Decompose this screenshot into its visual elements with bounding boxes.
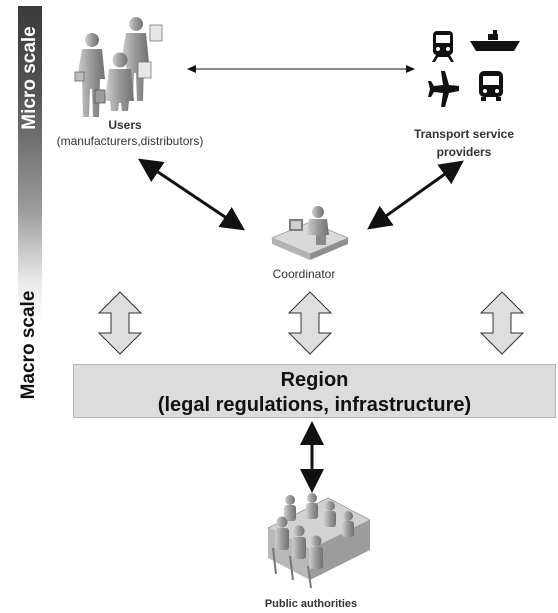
- users-title: Users: [108, 118, 142, 132]
- transport-label-line1: Transport service: [413, 127, 515, 141]
- users-coordinator-arrow: [138, 158, 245, 231]
- region-title: Region: [280, 369, 349, 391]
- hollow-arrow-left: [97, 291, 143, 355]
- users-people-icon: [74, 17, 163, 117]
- scale-bar: [18, 6, 42, 410]
- region-box: Region (legal regulations, infrastructur…: [73, 364, 556, 418]
- hollow-arrow-right: [479, 291, 525, 355]
- authorities-label: Public authorities: [264, 598, 358, 610]
- users-subtitle: (manufacturers,distributors): [56, 134, 204, 148]
- hollow-arrow-center: [287, 291, 333, 355]
- plane-icon: [428, 71, 459, 107]
- coordinator-label: Coordinator: [272, 267, 336, 281]
- coordinator-desk-icon: [270, 206, 350, 260]
- region-subtitle: (legal regulations, infrastructure): [157, 394, 472, 416]
- train-icon: [432, 31, 454, 62]
- ship-icon: [470, 30, 520, 51]
- transport-coordinator-arrow: [367, 160, 464, 230]
- meeting-table-icon: [267, 493, 371, 589]
- bus-icon: [479, 71, 503, 101]
- transport-label-line2: providers: [436, 145, 492, 159]
